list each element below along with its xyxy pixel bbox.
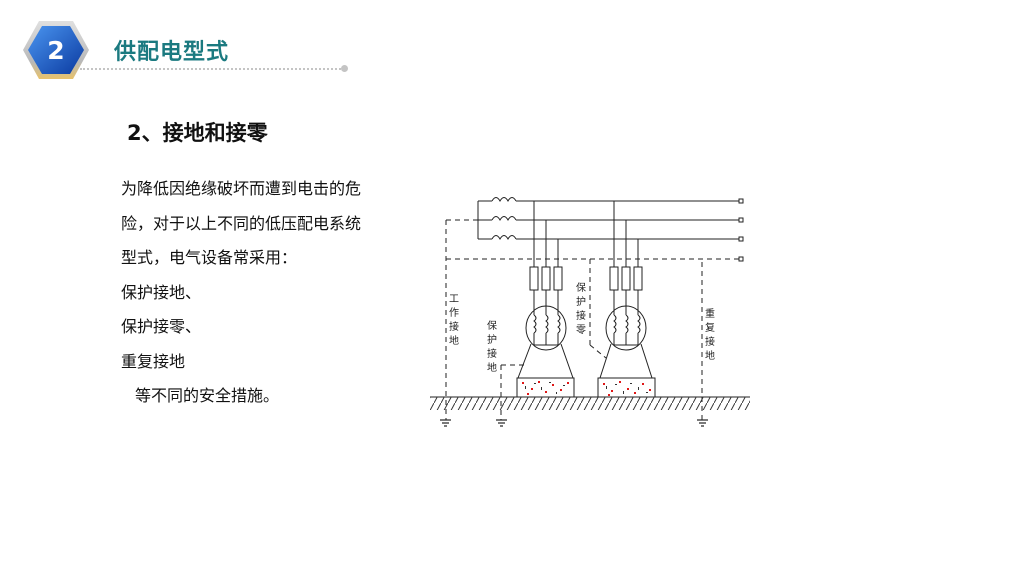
paragraph-line: 为降低因绝缘破坏而遭到电击的危 [121,179,362,198]
concrete-speckles [522,381,651,396]
earth-ground [430,396,750,410]
motor-1 [517,201,574,379]
label-working-ground: 工作接地 [449,294,459,347]
ground-symbol-icon [496,419,507,427]
label-protective-neutral: 保护接零 [576,283,586,336]
motor-2 [599,201,653,379]
title-divider [80,68,344,70]
section-title: 供配电型式 [114,40,230,65]
label-protective-ground: 保护接地 [487,321,497,374]
subheading: 2、接地和接零 [127,121,268,145]
ground-symbol-icon [697,419,708,427]
ground-symbol-icon [440,419,451,427]
transformer-coils [477,197,517,241]
measure-protective-neutral: 保护接零、 [121,317,202,336]
phase-lines [516,198,744,242]
measure-repeated-grounding: 重复接地 [121,351,186,371]
section-number: 2 [47,35,65,65]
label-repeated-ground: 重复接地 [705,309,715,362]
paragraph-line: 型式，电气设备常采用： [121,248,298,267]
section-number-badge [23,21,89,79]
protective-ground-wire [500,364,528,420]
paragraph-line: 等不同的安全措施。 [135,386,280,405]
hexagon-fill [28,26,84,74]
title-divider-end-dot [341,65,348,72]
neutral-line [445,219,739,420]
measure-protective-grounding: 保护接地、 [121,282,202,302]
protective-neutral-wire [589,259,607,359]
paragraph-line: 险，对于以上不同的低压配电系统 [121,213,362,233]
body-paragraph: 为降低因绝缘破坏而遭到电击的危 险，对于以上不同的低压配电系统 型式，电气设备常… [121,175,421,417]
